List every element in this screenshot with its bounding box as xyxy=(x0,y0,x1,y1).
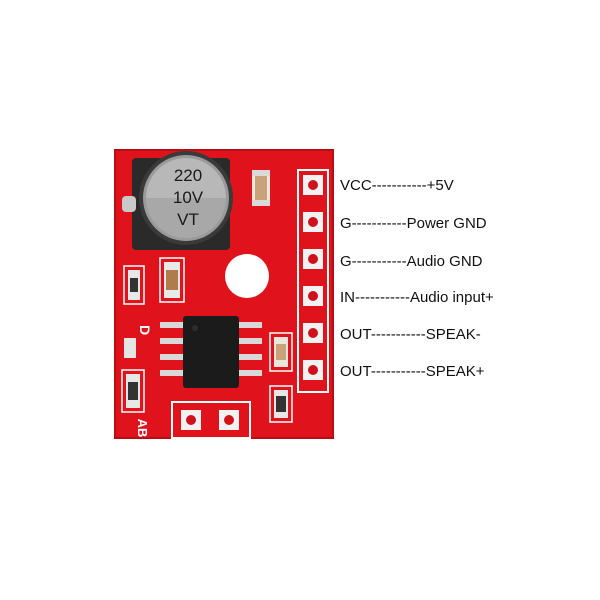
mounting-hole xyxy=(225,254,269,298)
smd-resistor-left-2 xyxy=(124,338,136,358)
silkscreen-ab: AB xyxy=(135,419,150,438)
capacitor-marking-1: 220 xyxy=(174,166,202,185)
bottom-pad-outline xyxy=(171,401,251,439)
capacitor-marking-3: VT xyxy=(177,210,199,229)
pin-label-audio-gnd: G-----------Audio GND xyxy=(340,253,483,270)
amplifier-ic xyxy=(160,316,262,388)
capacitor-marking-2: 10V xyxy=(173,188,204,207)
pin-label-vcc: VCC-----------+5V xyxy=(340,177,454,194)
pin-label-speak-minus: OUT-----------SPEAK- xyxy=(340,326,481,343)
smd-resistor-right-2 xyxy=(269,385,293,423)
smd-capacitor-right-1 xyxy=(269,332,293,372)
pin-label-power-gnd: G-----------Power GND xyxy=(340,215,487,232)
pin-header xyxy=(303,175,323,380)
smd-resistor-left-1 xyxy=(123,265,145,305)
pin-label-audio-input: IN-----------Audio input+ xyxy=(340,289,494,306)
bottom-pads xyxy=(181,410,239,430)
pin-header-outline xyxy=(297,169,329,393)
pin-label-speak-plus: OUT-----------SPEAK+ xyxy=(340,363,485,380)
smd-capacitor-mid xyxy=(159,257,185,303)
smd-resistor-left-3 xyxy=(121,369,145,413)
silkscreen-d: D xyxy=(137,325,153,335)
